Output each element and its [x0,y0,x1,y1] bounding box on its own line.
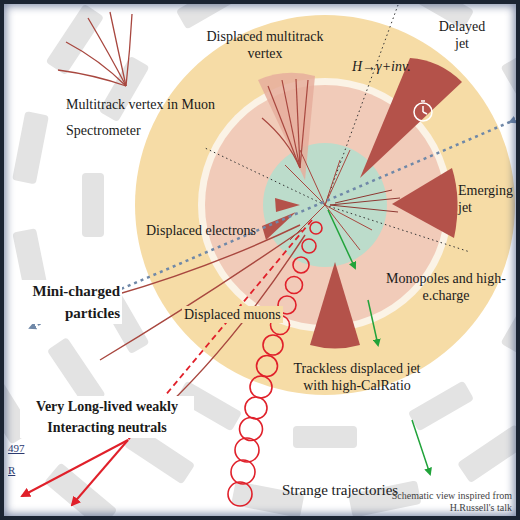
link-fragment: 497 [8,440,25,457]
signature-label: Emerging jet [458,182,514,216]
delayed-jet-wedge [360,58,462,178]
muon-tracks [100,225,305,420]
stopwatch-icon [414,101,432,121]
chamber-bar [457,424,520,483]
chamber-bar [500,288,520,354]
emerging-tracks [330,190,400,212]
chamber-bar [408,380,474,431]
signature-label: Delayed jet [430,18,494,52]
vertex-tracks [262,79,308,168]
signature-label: Displaced muons [182,306,283,323]
trackless-jet-wedge [310,262,360,349]
signature-label: Mini-charged particles [14,280,122,324]
small-wedge [275,198,300,212]
chamber-bar [46,4,105,76]
signature-label: Trackless displaced jet with high-CalRat… [282,360,432,394]
signature-label: H→γ+inv. [352,58,411,75]
decay-arrow [22,440,128,496]
emerging-jet-wedge [392,168,458,238]
chamber-bar [500,56,520,122]
chamber-bar [82,173,104,237]
strange-trajectories [328,210,430,474]
signature-label: Displaced multitrack vertex [190,28,340,62]
credit-note: Schematic view inspired from H.Russell's… [356,490,512,514]
chamber-bar [99,56,150,122]
signature-label: Displaced electrons [146,222,256,239]
signature-label: Monopoles and high-e.charge [382,270,510,304]
decay-arrow [72,440,128,505]
chamber-bar [44,462,117,520]
signature-label: Multitrack vertex in Muon Spectrometer [66,92,216,144]
chamber-bar [12,111,49,184]
link-fragment: R [8,462,15,479]
signature-label: Strange trajectories [282,482,398,499]
chamber-bar [293,426,357,448]
ms-vertex-tracks [58,12,132,86]
signature-label: Very Long-lived weakly Interacting neutr… [20,396,194,438]
calorimeter-ring [135,15,515,395]
chamber-bar [176,0,242,30]
